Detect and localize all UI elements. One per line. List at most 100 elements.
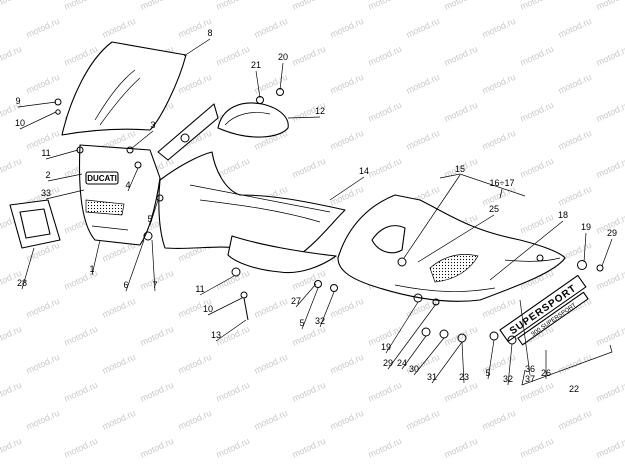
leader-line-7 — [151, 239, 156, 292]
watermark-text: motod.ru — [557, 16, 593, 40]
watermark-text: motod.ru — [215, 268, 251, 292]
leader-line-21 — [255, 70, 261, 99]
watermark-text: motod.ru — [215, 44, 251, 68]
callout-19b: 19 — [381, 342, 391, 352]
watermark-text: motod.ru — [557, 184, 593, 208]
callout-28: 28 — [17, 278, 27, 288]
leader-line-4 — [127, 167, 139, 192]
light-frame — [9, 199, 61, 249]
watermark-text: motod.ru — [367, 100, 403, 124]
watermark-text: motod.ru — [481, 296, 517, 320]
leader-line-14 — [329, 176, 365, 201]
callout-13: 13 — [211, 330, 221, 340]
watermark-text: motod.ru — [291, 0, 327, 12]
leader-line-5c — [487, 339, 495, 380]
watermark-text: motod.ru — [595, 156, 625, 180]
watermark-text: motod.ru — [139, 324, 175, 348]
watermark-text: motod.ru — [291, 380, 327, 404]
watermark-text: motod.ru — [557, 128, 593, 152]
watermark-text: motod.ru — [595, 380, 625, 404]
leader-line-2 — [47, 173, 83, 182]
watermark-text: motod.ru — [101, 352, 137, 376]
watermark-text: motod.ru — [329, 296, 365, 320]
callout-33: 33 — [41, 188, 51, 198]
leader-line-18 — [489, 220, 564, 281]
watermark-text: motod.ru — [405, 408, 441, 432]
watermark-text: motod.ru — [443, 44, 479, 68]
callout-14: 14 — [359, 166, 369, 176]
watermark-text: motod.ru — [595, 44, 625, 68]
callout-23: 23 — [459, 372, 469, 382]
watermark-text: motod.ru — [253, 296, 289, 320]
callout-5a: 5 — [147, 214, 152, 224]
leader-line-11b — [199, 275, 235, 296]
callout-9: 9 — [15, 96, 20, 106]
callout-29a: 29 — [607, 228, 617, 238]
callout-18: 18 — [558, 210, 568, 220]
callout-32b: 32 — [503, 374, 513, 384]
leader-line-13 — [215, 319, 247, 342]
callout-25: 25 — [489, 204, 499, 214]
callout-32a: 32 — [315, 316, 325, 326]
group-brackets — [439, 173, 613, 386]
watermark-text: motod.ru — [557, 72, 593, 96]
watermark-text: motod.ru — [101, 296, 137, 320]
leader-line-6 — [125, 239, 145, 292]
callout-3: 3 — [150, 120, 155, 130]
watermark-text: motod.ru — [329, 128, 365, 152]
watermark-text: motod.ru — [0, 380, 23, 404]
watermark-text: motod.ru — [101, 408, 137, 432]
watermark-text: motod.ru — [329, 352, 365, 376]
callout-11a: 11 — [41, 148, 50, 158]
leader-lines — [17, 38, 613, 386]
watermark-text: motod.ru — [481, 72, 517, 96]
watermark-text: motod.ru — [101, 16, 137, 40]
fasteners — [54, 88, 604, 345]
watermark-text: motod.ru — [139, 0, 175, 12]
leader-line-33 — [45, 189, 85, 200]
callout-30: 30 — [409, 364, 419, 374]
leader-line-29a — [601, 238, 613, 267]
leader-line-5b — [301, 287, 319, 330]
watermark-text: motod.ru — [25, 16, 61, 40]
callout-4: 4 — [125, 180, 130, 190]
watermark-text: motod.ru — [63, 324, 99, 348]
watermark-text: motod.ru — [329, 408, 365, 432]
watermark-text: motod.ru — [329, 184, 365, 208]
callout-6: 6 — [123, 280, 128, 290]
leader-line-1 — [91, 239, 101, 276]
watermark-text: motod.ru — [177, 352, 213, 376]
callout-31: 31 — [427, 372, 437, 382]
callout-27: 27 — [291, 296, 301, 306]
watermark-text: motod.ru — [519, 100, 555, 124]
leader-line-15 — [403, 174, 461, 259]
watermark-text: motod.ru — [443, 100, 479, 124]
watermark-text: motod.ru — [595, 100, 625, 124]
watermark-text: motod.ru — [253, 16, 289, 40]
watermark-text: motod.ru — [367, 44, 403, 68]
watermark-text: motod.ru — [443, 436, 479, 460]
leader-line-32b — [507, 343, 513, 386]
watermark-text: motod.ru — [595, 0, 625, 12]
watermark-text: motod.ru — [443, 380, 479, 404]
watermark-text: motod.ru — [25, 408, 61, 432]
leader-line-36 — [519, 299, 531, 376]
watermark-text: motod.ru — [367, 0, 403, 12]
callout-10a: 10 — [15, 118, 25, 128]
leader-line-27 — [295, 283, 317, 308]
leader-line-12 — [287, 116, 321, 119]
watermark-text: motod.ru — [25, 296, 61, 320]
callout-5c: 5 — [485, 368, 490, 378]
callout-5b: 5 — [299, 318, 304, 328]
watermark-text: motod.ru — [139, 380, 175, 404]
leader-line-9 — [17, 101, 57, 108]
leader-line-11a — [45, 149, 79, 160]
watermark-text: motod.ru — [0, 0, 23, 12]
watermark-text: motod.ru — [519, 0, 555, 12]
watermark-text: motod.ru — [405, 128, 441, 152]
watermark-text: motod.ru — [291, 436, 327, 460]
watermark-text: motod.ru — [405, 72, 441, 96]
watermark-text: motod.ru — [253, 408, 289, 432]
watermark-text: motod.ru — [443, 0, 479, 12]
watermark-text: motod.ru — [177, 408, 213, 432]
